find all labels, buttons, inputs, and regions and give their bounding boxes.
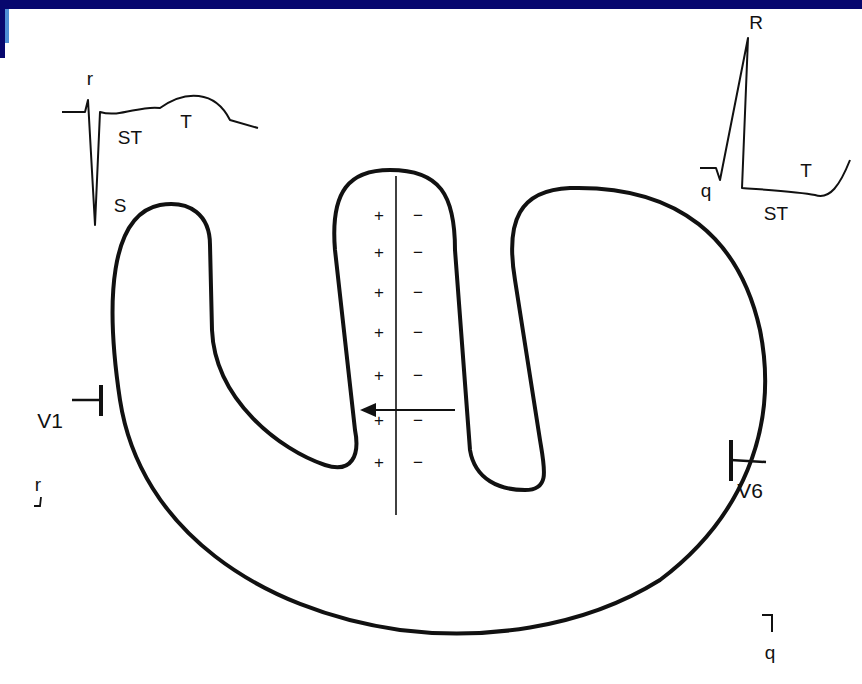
charge-sign: +	[374, 207, 384, 224]
wave-label: r	[35, 475, 41, 494]
electrode-wire	[731, 460, 766, 462]
wave-label: r	[87, 69, 93, 88]
charge-sign: −	[413, 367, 423, 384]
side-accent	[5, 9, 9, 43]
wave-label: ST	[118, 128, 142, 147]
ventricle-outline	[113, 170, 766, 633]
lead-label: V6	[737, 480, 763, 501]
electrode-wire	[72, 399, 100, 402]
charge-sign: +	[374, 324, 384, 341]
lead-label: V1	[37, 410, 63, 431]
mini-wave	[762, 615, 772, 632]
charge-sign: −	[413, 454, 423, 471]
wave-label: R	[749, 13, 763, 32]
charge-sign: +	[374, 454, 384, 471]
wave-label: T	[800, 161, 812, 180]
charge-sign: −	[413, 284, 423, 301]
charge-sign: +	[374, 367, 384, 384]
septum-line	[395, 176, 397, 515]
arrow-head	[360, 403, 376, 417]
ecg-waveform	[62, 96, 258, 225]
top-band	[0, 0, 862, 9]
mini-wave	[34, 497, 41, 506]
side-band	[0, 0, 5, 58]
charge-sign: +	[374, 412, 384, 429]
charge-sign: +	[374, 284, 384, 301]
wave-label: T	[180, 112, 192, 131]
charge-sign: −	[413, 412, 423, 429]
wave-label: ST	[764, 204, 788, 223]
charge-sign: −	[413, 324, 423, 341]
wave-label: S	[114, 196, 127, 215]
wave-label: q	[701, 181, 712, 200]
charge-sign: −	[413, 207, 423, 224]
charge-sign: −	[413, 244, 423, 261]
ecg-waveform	[700, 38, 850, 196]
electrode-plate	[99, 385, 103, 416]
wave-label: q	[765, 643, 776, 662]
charge-sign: +	[374, 244, 384, 261]
